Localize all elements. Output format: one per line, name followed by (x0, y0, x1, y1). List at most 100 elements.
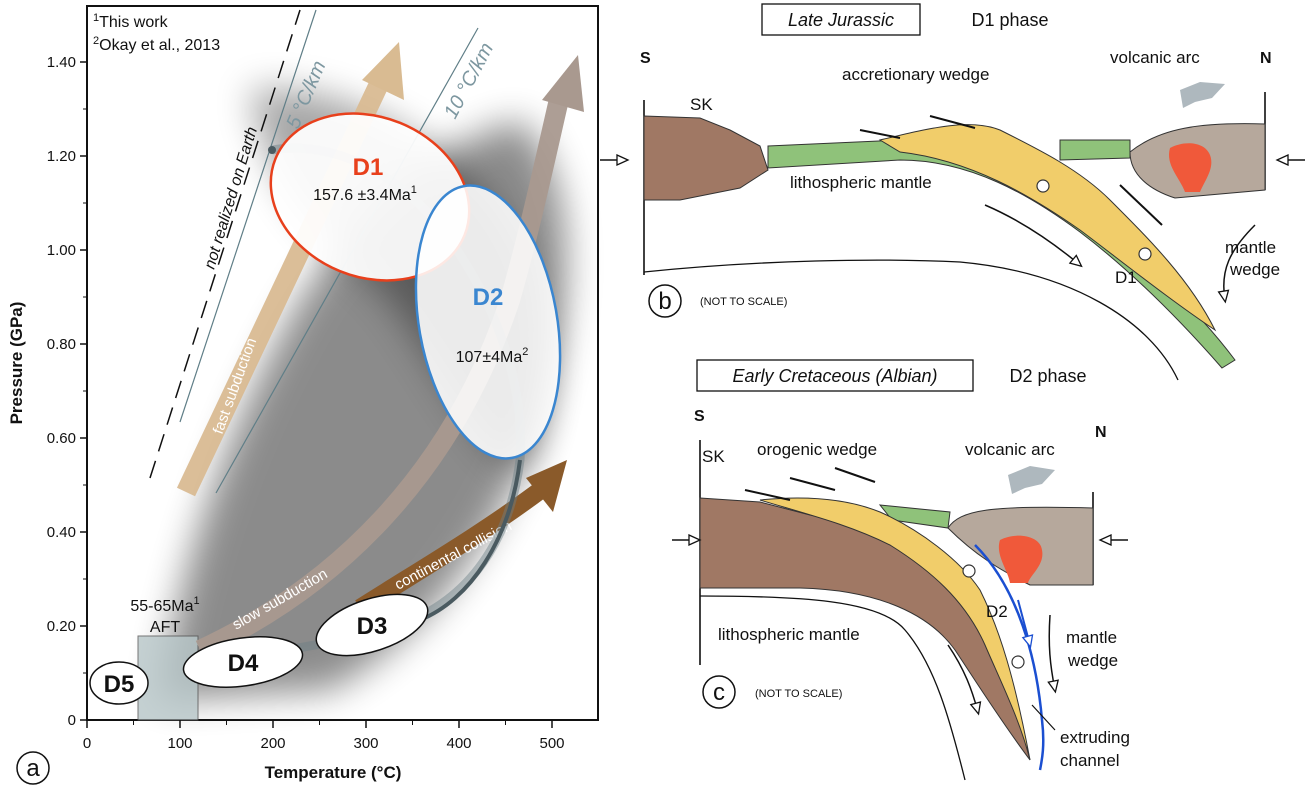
panel-b-mantle-wedge-1: mantle (1225, 238, 1276, 257)
panel-c-north: N (1095, 424, 1107, 441)
y-tick-label: 1.20 (47, 148, 76, 165)
pt-path-start (268, 146, 276, 154)
panel-c-south: S (694, 408, 705, 425)
panel-b-period: Late Jurassic (788, 10, 894, 30)
panel-c-period: Early Cretaceous (Albian) (732, 366, 937, 386)
d3-ellipse (315, 593, 429, 657)
panel-c-volcanic-plume (1008, 466, 1055, 494)
panel-b-wedge-label: accretionary wedge (842, 65, 989, 84)
panel-c-extrusion-fault (974, 544, 1045, 771)
panel-b-thrust-2 (929, 115, 976, 129)
panel-c-magma (998, 535, 1043, 583)
y-tick-label: 0.40 (47, 524, 76, 541)
panel-b-south: S (640, 50, 651, 67)
d2-ellipse (414, 184, 562, 460)
d2-age: 107±4Ma2 (456, 346, 529, 366)
panel-b-sk: SK (690, 95, 713, 114)
x-axis-title: Temperature (°C) (265, 763, 402, 782)
aft-label: AFT (150, 619, 180, 636)
d1-age: 157.6 ±3.4Ma1 (313, 184, 417, 204)
panel-b-arc-label: volcanic arc (1110, 48, 1200, 67)
panel-b-sample-2 (1138, 247, 1152, 261)
collision-arrowhead (526, 460, 567, 512)
panel-c-period-box (696, 359, 974, 392)
panel-c-mantle-wedge-1: mantle (1066, 628, 1117, 647)
panel-c-orogenic-wedge (759, 497, 1031, 761)
y-tick-label: 0.20 (47, 618, 76, 635)
d4-label: D4 (228, 650, 259, 677)
panel-a-label: a (26, 755, 40, 782)
panel-b-sample-1 (1036, 179, 1050, 193)
panel-b-north: N (1260, 50, 1272, 67)
panel-c-label: c (713, 679, 725, 706)
panel-c-lower-boundary (699, 595, 966, 781)
x-tick-label: 500 (539, 735, 564, 752)
y-tick-label: 1.00 (47, 242, 76, 259)
panel-b: Late Jurassic D1 phase S N SK accr (600, 3, 1305, 381)
panel-c-subduction-arrow (947, 644, 982, 716)
panel-b-scale-note: (NOT TO SCALE) (700, 296, 787, 308)
d4-ellipse (182, 636, 304, 688)
d2-label: D2 (473, 284, 504, 311)
panel-b-sk-block (643, 115, 769, 201)
panel-b-slab-top (1059, 139, 1131, 161)
not-realized-line (149, 9, 301, 479)
aft-age: 55-65Ma1 (130, 595, 199, 615)
panel-b-mantle-flow-arrow (1217, 224, 1256, 304)
panel-c-badge (702, 675, 736, 709)
panel-c-thrust-1 (744, 489, 791, 501)
panel-b-magma (1168, 143, 1212, 192)
panel-b-period-box (761, 3, 921, 36)
y-tick-label: 0.60 (47, 430, 76, 447)
panel-c: Early Cretaceous (Albian) D2 phase S N S… (672, 359, 1130, 781)
plot-frame (86, 5, 599, 721)
panel-b-accretionary-wedge (878, 124, 1217, 332)
d5-label: D5 (104, 671, 135, 698)
footnote-1: 1This work (93, 12, 169, 31)
panel-b-label: b (658, 288, 671, 315)
x-tick-label: 200 (260, 735, 285, 752)
panel-b-normal-fault (1119, 184, 1163, 226)
panel-c-mantle-flow-arrow (1047, 614, 1060, 694)
panel-b-marker: D1 (1115, 268, 1137, 287)
panel-c-extrusion-arrow (1017, 599, 1034, 649)
x-tick-label: 0 (83, 735, 91, 752)
d3-label: D3 (357, 613, 388, 640)
panel-c-sk: SK (702, 447, 725, 466)
panel-c-marker: D2 (986, 602, 1008, 621)
footnote-2: 2Okay et al., 2013 (93, 35, 220, 54)
panel-c-wedge-label: orogenic wedge (757, 440, 877, 459)
y-axis-title: Pressure (GPa) (7, 302, 26, 425)
d1-label: D1 (353, 154, 384, 181)
y-tick-label: 1.40 (47, 54, 76, 71)
panel-c-channel-2: channel (1060, 751, 1120, 770)
panel-c-mantle-label: lithospheric mantle (718, 625, 860, 644)
panel-c-thrust-2 (789, 477, 836, 491)
panel-c-channel-leader (1031, 704, 1056, 731)
pt-path-retrograde (419, 459, 522, 622)
panel-b-mantle-wedge-2: wedge (1229, 260, 1280, 279)
panel-a-badge (16, 751, 50, 785)
panel-b-thrust-1 (859, 129, 901, 139)
panel-c-scale-note: (NOT TO SCALE) (755, 688, 842, 700)
panel-b-phase: D1 phase (971, 10, 1048, 30)
panel-c-sample-1 (962, 564, 976, 578)
panel-b-mantle-label: lithospheric mantle (790, 173, 932, 192)
d5-ellipse (89, 661, 149, 705)
slow-subduction-arrowhead (542, 55, 584, 112)
panel-b-subduction-arrow (984, 204, 1083, 268)
y-tick-label: 0.80 (47, 336, 76, 353)
panel-c-channel-1: extruding (1060, 728, 1130, 747)
x-tick-label: 300 (353, 735, 378, 752)
panel-c-arc-label: volcanic arc (965, 440, 1055, 459)
gradient-line-5 (179, 9, 317, 423)
panel-c-sample-2 (1011, 655, 1025, 669)
collision-arrow (355, 484, 544, 616)
not-realized-label: not realized on Earth (202, 125, 261, 271)
y-axis-ticks: 0 0.20 0.40 0.60 0.80 1.00 1.20 1.40 (47, 54, 87, 729)
panel-c-mantle-wedge-2: wedge (1067, 651, 1118, 670)
panel-b-volcanic-plume (1180, 82, 1225, 108)
y-tick-label: 0 (68, 712, 76, 729)
